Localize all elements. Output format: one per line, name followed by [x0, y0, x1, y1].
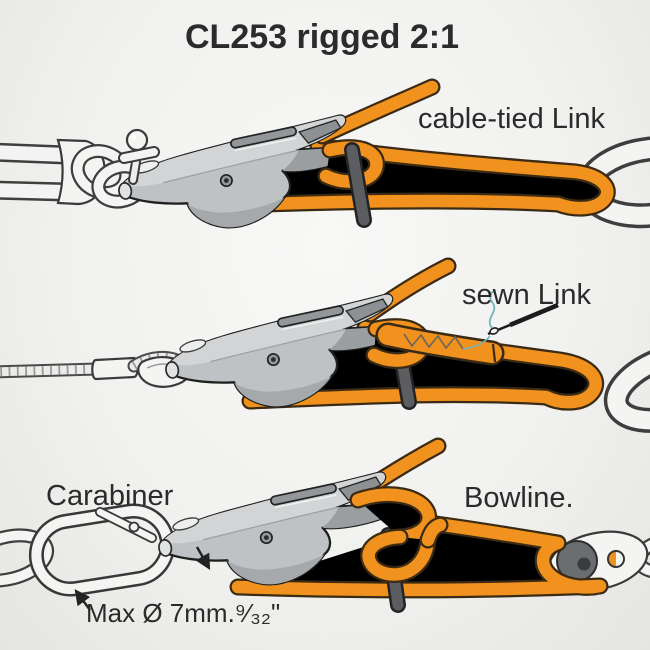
- label-carabiner: Carabiner: [46, 480, 174, 512]
- diagram-sewn-link: sewn Link: [0, 266, 650, 433]
- becket-eye: [607, 550, 625, 568]
- chain-link-left: [0, 528, 55, 588]
- label-sewn-link: sewn Link: [462, 279, 591, 311]
- wire-cable-eye: [0, 357, 189, 388]
- gate-screw: [128, 521, 140, 533]
- sewn-splice: [388, 334, 495, 362]
- page-title: CL253 rigged 2:1: [185, 18, 459, 56]
- diagram-carabiner-bowline: Carabiner Bowline. Max Ø 7mm.⁹⁄₃₂": [0, 446, 650, 628]
- label-bowline: Bowline.: [464, 482, 574, 514]
- max-diameter-arrows: [74, 546, 211, 611]
- link-right: [603, 339, 650, 433]
- label-cable-tied-link: cable-tied Link: [418, 103, 605, 135]
- max-diameter-annotation: Max Ø 7mm.⁹⁄₃₂": [86, 598, 280, 628]
- bowline-knot: [358, 495, 440, 575]
- needle-icon: [487, 290, 559, 336]
- ring-pin: [124, 128, 154, 180]
- clevis-fork-shackle: [0, 138, 151, 209]
- diagram-cable-tied-link: cable-tied Link: [0, 87, 650, 244]
